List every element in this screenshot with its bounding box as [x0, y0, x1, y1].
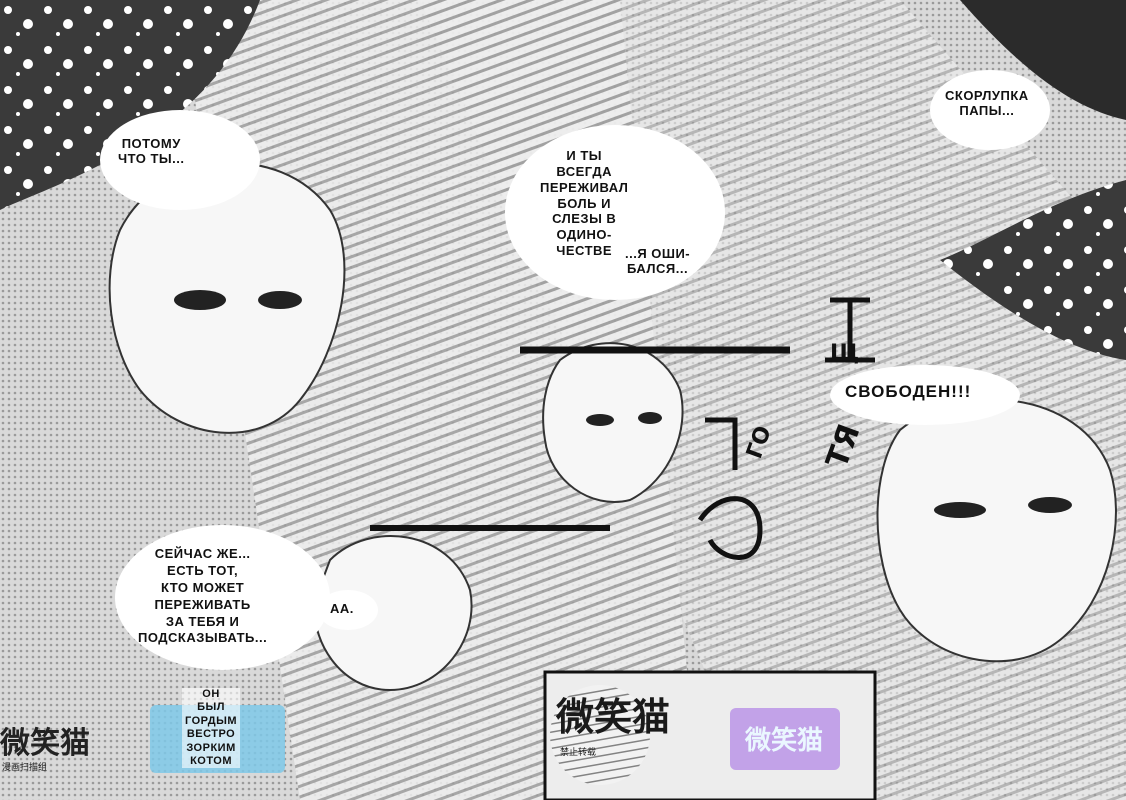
dialogue-center-top: И ТЫ ВСЕГДА ПЕРЕЖИВАЛ БОЛЬ И СЛЕЗЫ В ОДИ…: [540, 148, 628, 259]
watermark-logo: 微笑猫: [745, 725, 824, 755]
dialogue-line: ЗОРКИМ: [186, 741, 236, 754]
dialogue-line: КТО МОЖЕТ: [161, 579, 245, 595]
dialogue-line: ЧТО ТЫ...: [118, 151, 185, 167]
dialogue-line: ПОДСКАЗЫВАТЬ...: [138, 630, 268, 646]
dialogue-line: БОЛЬ И: [557, 195, 611, 211]
speech-balloon: [505, 125, 725, 300]
dialogue-line: ВЕСТРО: [186, 728, 236, 741]
dialogue-line: ЕСТЬ ТОТ,: [167, 562, 239, 578]
dialogue-line: ЧЕСТВЕ: [556, 243, 613, 259]
watermark-subtext: 禁止转载: [560, 748, 597, 758]
speech-balloon: [930, 70, 1050, 150]
dialogue-line: БАЛСЯ...: [627, 261, 689, 277]
dialogue-line: ОН: [202, 688, 220, 700]
dialogue-aa: АА.: [330, 601, 354, 616]
dialogue-line: БЫЛ: [197, 701, 225, 714]
dialogue-line: И ТЫ: [566, 148, 602, 163]
dialogue-line: ВСЕГДА: [556, 163, 612, 179]
dialogue-free: СВОБОДЕН!!!: [845, 382, 972, 401]
dialogue-line: СЕЙЧАС ЖЕ...: [154, 546, 251, 561]
dialogue-center-mistake: ...Я ОШИ- БАЛСЯ...: [625, 246, 690, 277]
dialogue-line: ...Я ОШИ-: [625, 246, 691, 261]
watermark-logo: 微笑猫: [556, 697, 671, 739]
speech-balloon: [318, 590, 378, 630]
dialogue-line: ЗА ТЕБЯ И: [165, 613, 240, 629]
dialogue-right-top: СКОРЛУПКА ПАПЫ...: [945, 88, 1029, 119]
watermark-logo: 微笑猫: [0, 727, 90, 760]
footer-note: ОН БЫЛ ГОРДЫМ ВЕСТРО ЗОРКИМ КОТОМ: [182, 688, 241, 769]
sfx-text-3: Щ: [830, 341, 859, 366]
watermark-subtext: 漫画扫描组: [2, 763, 48, 773]
speech-balloon: [115, 525, 330, 670]
dialogue-line: ГОРДЫМ: [185, 714, 238, 727]
dialogue-left-top: ПОТОМУ ЧТО ТЫ...: [118, 136, 184, 167]
dialogue-line: ПЕРЕЖИВАЛ: [540, 179, 629, 195]
sfx-mark: [697, 297, 875, 560]
watermark-box: [730, 708, 840, 770]
dialogue-line: ОДИНО-: [556, 227, 612, 243]
speech-balloon: [100, 110, 260, 210]
dialogue-line: СКОРЛУПКА: [945, 88, 1029, 103]
dialogue-line: ПОТОМУ: [121, 136, 181, 151]
dialogue-line: ПАПЫ...: [959, 103, 1015, 119]
speech-balloon: [830, 365, 1020, 425]
dialogue-line: СЛЕЗЫ В: [552, 211, 617, 227]
dialogue-line: ПЕРЕЖИВАТЬ: [154, 596, 251, 612]
dialogue-line: КОТОМ: [190, 755, 232, 768]
dialogue-left-bottom: СЕЙЧАС ЖЕ... ЕСТЬ ТОТ, КТО МОЖЕТ ПЕРЕЖИВ…: [138, 546, 267, 647]
